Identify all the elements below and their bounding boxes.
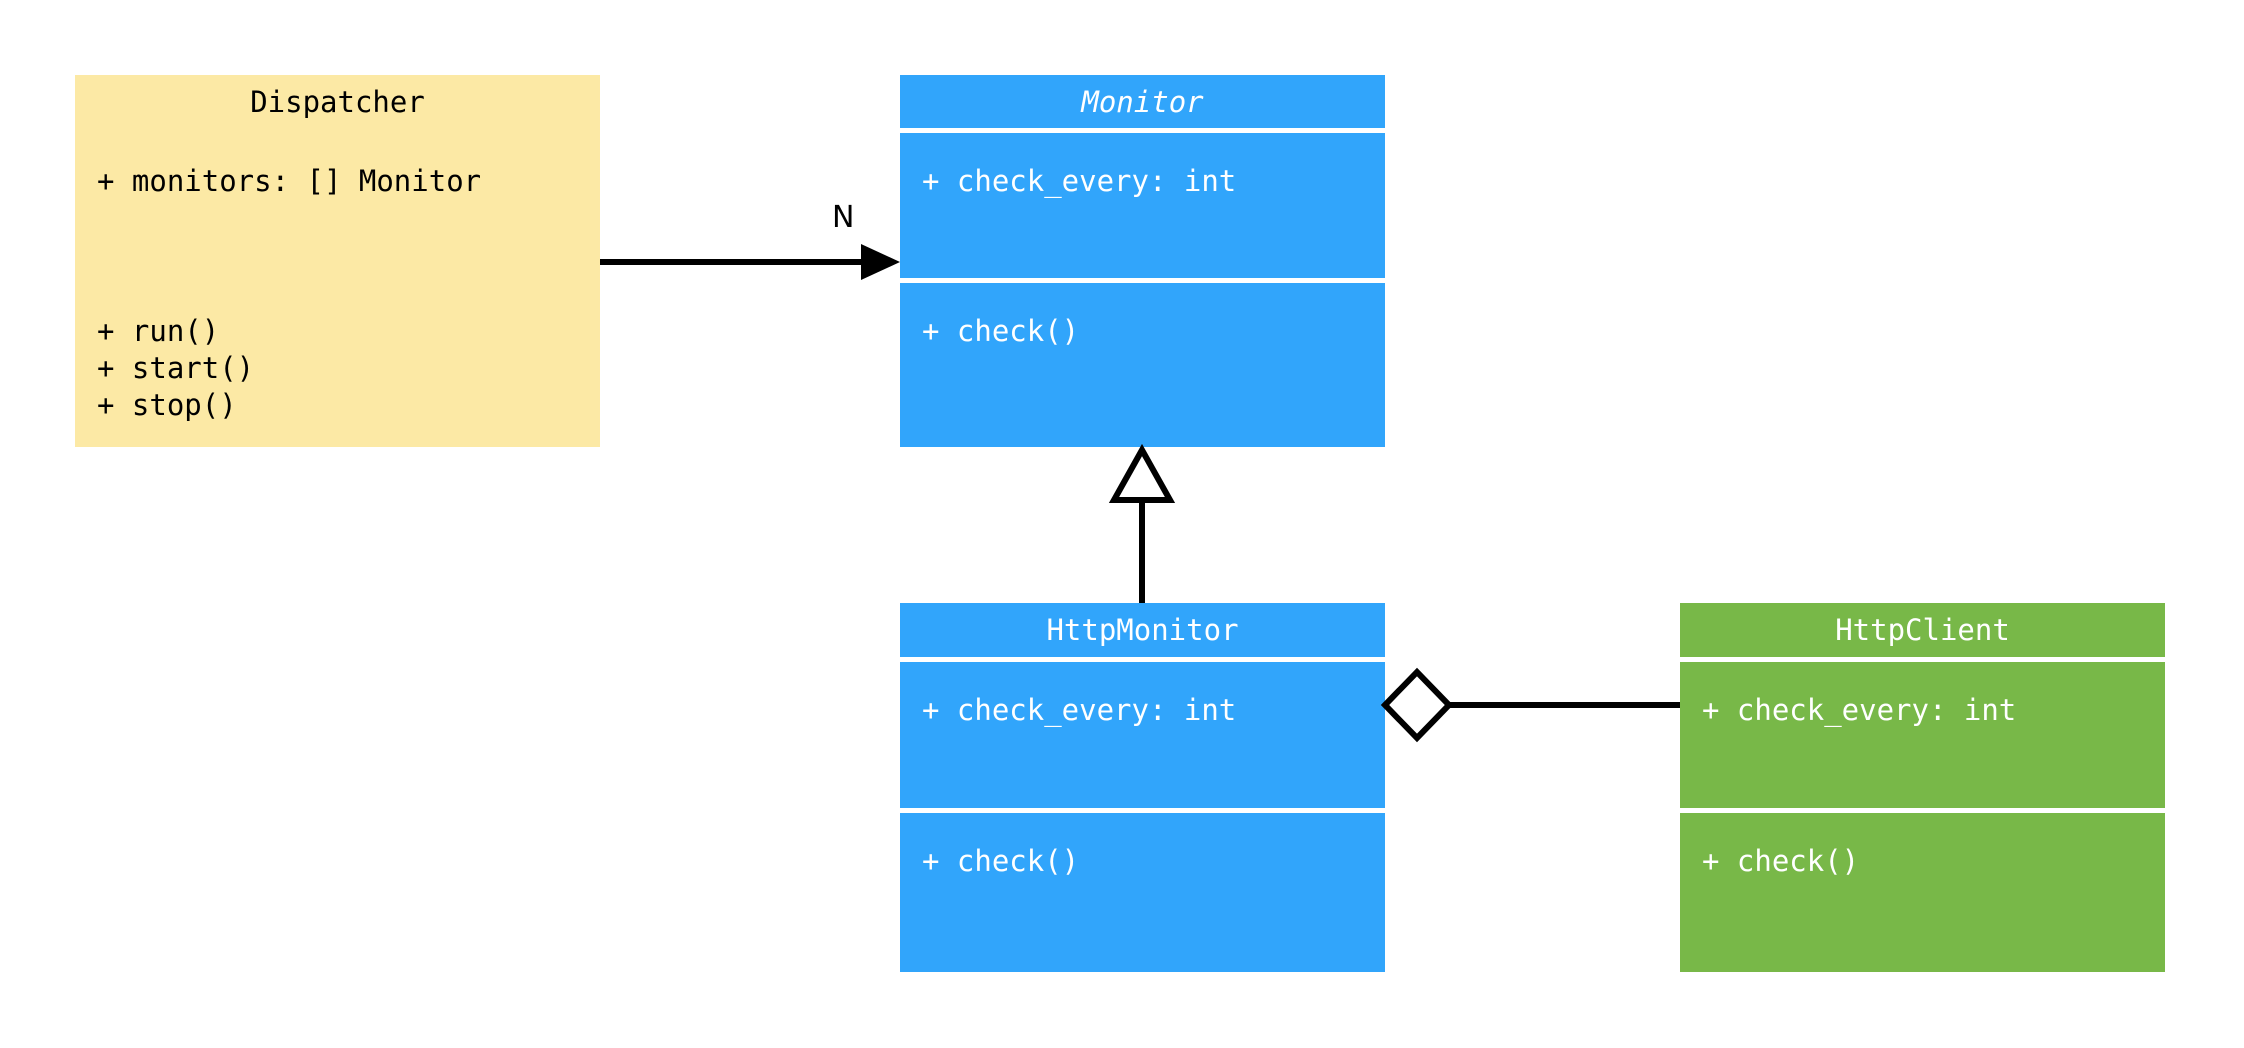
class-name-dispatcher: Dispatcher xyxy=(75,75,600,128)
class-attributes-dispatcher: + monitors: [] Monitor xyxy=(75,133,600,278)
class-methods-dispatcher: + run() + start() + stop() xyxy=(75,283,600,447)
relationship-httpmonitor-httpclient xyxy=(1380,667,1680,743)
uml-class-monitor[interactable]: Monitor + check_every: int + check() xyxy=(900,75,1385,447)
class-name-httpclient: HttpClient xyxy=(1680,603,2165,657)
multiplicity-label-n: N xyxy=(832,200,855,235)
method-start: + start() xyxy=(97,351,255,386)
class-methods-httpmonitor: + check() xyxy=(900,813,1385,972)
uml-class-httpmonitor[interactable]: HttpMonitor + check_every: int + check() xyxy=(900,603,1385,972)
class-methods-monitor: + check() xyxy=(900,283,1385,447)
class-methods-httpclient: + check() xyxy=(1680,813,2165,972)
class-attributes-httpmonitor: + check_every: int xyxy=(900,662,1385,808)
hollow-triangle-arrowhead-icon xyxy=(1108,443,1176,503)
class-name-monitor: Monitor xyxy=(900,75,1385,128)
hollow-diamond-icon xyxy=(1380,667,1454,743)
class-attributes-monitor: + check_every: int xyxy=(900,133,1385,278)
relationship-dispatcher-monitor xyxy=(600,244,900,280)
relationship-httpmonitor-monitor xyxy=(1108,443,1176,603)
class-name-httpmonitor: HttpMonitor xyxy=(900,603,1385,657)
uml-class-httpclient[interactable]: HttpClient + check_every: int + check() xyxy=(1680,603,2165,972)
solid-triangle-arrowhead-icon xyxy=(861,244,900,280)
uml-class-dispatcher[interactable]: Dispatcher + monitors: [] Monitor + run(… xyxy=(75,75,600,447)
method-run: + run() xyxy=(97,314,220,348)
method-stop: + stop() xyxy=(97,388,237,423)
class-attributes-httpclient: + check_every: int xyxy=(1680,662,2165,808)
